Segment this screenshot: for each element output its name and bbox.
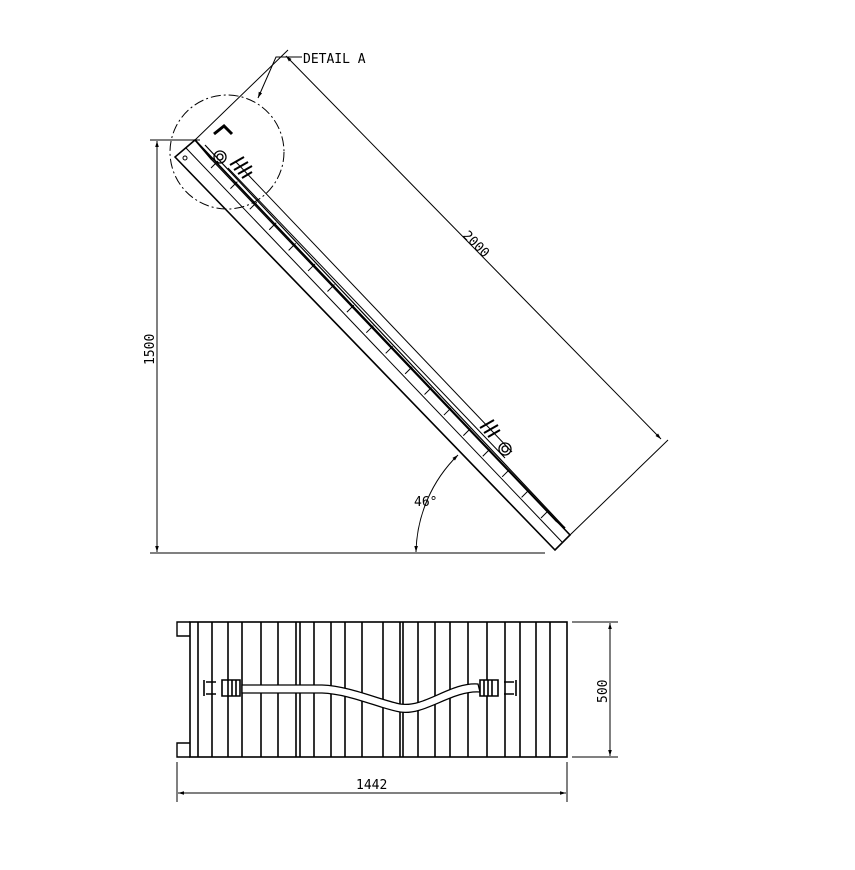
- slat-mark: [540, 510, 549, 519]
- slat-mark: [404, 366, 413, 375]
- detail-a-leader: DETAIL A: [257, 52, 366, 99]
- hook-tab-bottom: [176, 742, 190, 758]
- slat-mark: [268, 222, 277, 231]
- slat-mark: [443, 407, 452, 416]
- ramp-body: [173, 138, 572, 552]
- slat-mark: [249, 201, 258, 210]
- length-dim-label: 2000: [459, 228, 492, 261]
- height-dimension-1500: 1500: [143, 139, 545, 554]
- ramp-outline: [189, 621, 568, 758]
- cable-fitting-bottom: [479, 419, 512, 456]
- slat-mark: [424, 387, 432, 395]
- slat-mark: [482, 448, 491, 457]
- hook-tab-top: [176, 621, 190, 637]
- cable-fitting-top: [213, 123, 253, 179]
- detail-a-label: DETAIL A: [303, 52, 366, 67]
- slat-mark: [230, 181, 238, 189]
- cable: [203, 679, 517, 714]
- slat-mark: [521, 490, 529, 498]
- slat-mark: [365, 325, 374, 334]
- angle-dim-label: 46°: [414, 495, 437, 510]
- length-dimension-1442: 1442: [176, 762, 568, 802]
- width-dimension-500: 500: [572, 621, 618, 758]
- side-view: DETAIL A 2000 1500 46°: [143, 49, 669, 554]
- slat-mark: [385, 345, 394, 354]
- top-view: 500 1442: [176, 621, 618, 802]
- length-dimension-2000: 2000: [194, 49, 669, 536]
- slat-mark: [462, 428, 471, 437]
- length-1442-label: 1442: [356, 778, 387, 793]
- slat-mark: [501, 469, 510, 478]
- angle-dimension-46: 46°: [414, 454, 459, 553]
- detail-a-circle: [169, 94, 285, 210]
- height-dim-label: 1500: [143, 334, 158, 365]
- width-dim-label: 500: [596, 680, 611, 703]
